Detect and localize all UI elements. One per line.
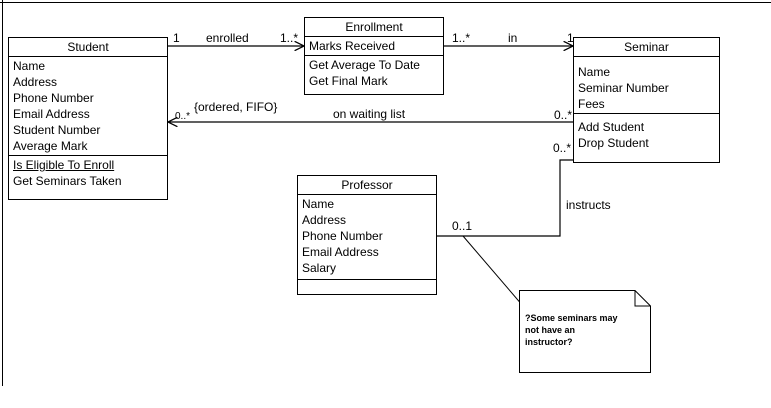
- in-label: in: [508, 31, 518, 45]
- instructs-line: [437, 159, 573, 237]
- enrollment-attributes: Marks Received: [305, 37, 443, 56]
- in-mult-enrollment: 1..*: [452, 31, 471, 45]
- instructs-mult-seminar: 0..*: [553, 141, 572, 155]
- professor-methods: [298, 280, 436, 282]
- waiting-constraint: {ordered, FIFO}: [194, 100, 278, 114]
- method: Get Average To Date: [309, 58, 420, 72]
- attribute: Average Mark: [13, 139, 88, 153]
- enrollment-methods: Get Average To Date Get Final Mark: [305, 56, 443, 90]
- professor-class[interactable]: Professor Name Address Phone Number Emai…: [297, 175, 437, 295]
- attribute: Name: [578, 65, 611, 79]
- attribute: Student Number: [13, 123, 101, 137]
- method: Get Seminars Taken: [13, 174, 122, 188]
- enrollment-class-name: Enrollment: [305, 18, 443, 37]
- waiting-label: on waiting list: [333, 107, 406, 121]
- instructor-note: ?Some seminars may not have an instructo…: [519, 290, 651, 373]
- attribute: Email Address: [13, 107, 90, 121]
- instructs-mult-professor: 0..1: [452, 219, 473, 233]
- enrolled-mult-enrollment: 1..*: [280, 31, 299, 45]
- frame-left-edge: [2, 0, 3, 386]
- method: Drop Student: [578, 136, 649, 150]
- static-method: Is Eligible To Enroll: [13, 158, 115, 172]
- method: Get Final Mark: [309, 74, 388, 88]
- professor-class-name: Professor: [298, 176, 436, 195]
- enrollment-class[interactable]: Enrollment Marks Received Get Average To…: [304, 17, 444, 95]
- frame-top-edge: [0, 2, 771, 3]
- student-attributes: Name Address Phone Number Email Address …: [9, 57, 167, 156]
- seminar-class[interactable]: Seminar Name Seminar Number Fees Add Stu…: [573, 37, 720, 163]
- attribute: Fees: [578, 97, 605, 111]
- seminar-class-name: Seminar: [574, 38, 719, 57]
- attribute: Address: [13, 75, 58, 89]
- attribute: Phone Number: [13, 91, 94, 105]
- note-shape: [519, 290, 651, 373]
- attribute: Seminar Number: [578, 81, 669, 95]
- professor-attributes: Name Address Phone Number Email Address …: [298, 195, 436, 280]
- waiting-mult-student: 0..*: [175, 111, 191, 122]
- note-text: ?Some seminars may not have an instructo…: [525, 313, 618, 347]
- attribute: Address: [302, 213, 347, 227]
- waiting-mult-seminar: 0..*: [554, 108, 573, 122]
- method: Add Student: [578, 120, 645, 134]
- in-mult-seminar: 1: [567, 31, 574, 45]
- seminar-methods: Add Student Drop Student: [574, 114, 719, 152]
- attribute: Email Address: [302, 245, 379, 259]
- attribute: Marks Received: [309, 39, 396, 53]
- enrolled-label: enrolled: [206, 31, 249, 45]
- attribute: Salary: [302, 261, 337, 275]
- enrolled-mult-student: 1: [173, 31, 180, 45]
- student-methods: Is Eligible To Enroll Get Seminars Taken: [9, 156, 167, 190]
- student-class-name: Student: [9, 38, 167, 57]
- instructs-label: instructs: [566, 198, 611, 212]
- student-class[interactable]: Student Name Address Phone Number Email …: [8, 37, 168, 200]
- attribute: Name: [302, 197, 335, 211]
- attribute: Name: [13, 59, 46, 73]
- seminar-attributes: Name Seminar Number Fees: [574, 57, 719, 114]
- attribute: Phone Number: [302, 229, 383, 243]
